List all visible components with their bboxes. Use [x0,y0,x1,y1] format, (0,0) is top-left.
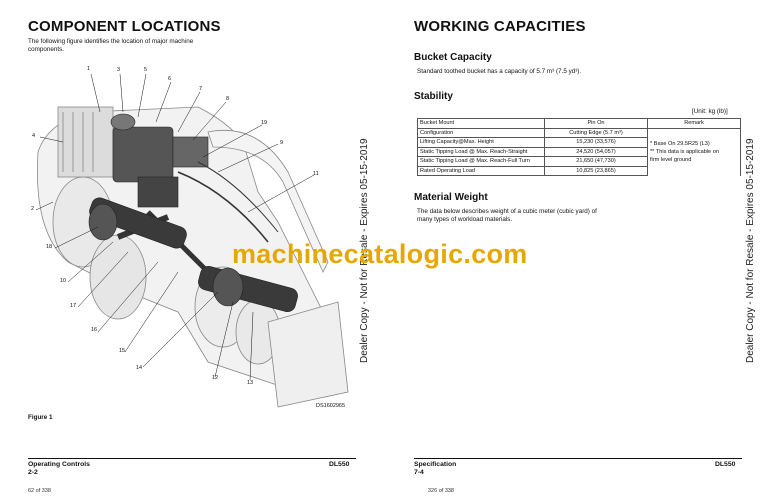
figure-caption: Figure 1 [28,414,53,421]
header-cell: Remark [647,118,741,129]
callout-label: 19 [261,120,268,126]
unit-note: [Unit: kg (lb)] [692,108,728,115]
footer-divider [28,458,356,459]
page-counter: 62 of 338 [28,488,51,494]
table-header-row: Bucket Mount Pin On Remark [417,118,741,129]
table-row: Configuration Cutting Edge (5.7 m³) [417,127,741,138]
callout-label: 14 [136,365,143,371]
row-value: 24,520 (54,057) [544,146,648,157]
callout-label: 16 [91,327,98,333]
wheel-loader-illustration [35,73,349,408]
footer-divider [414,458,742,459]
remark-cell [647,128,741,138]
row-value: 21,650 (47,730) [544,156,648,167]
callout-label: 17 [70,303,77,309]
page-counter: 326 of 338 [428,488,454,494]
remark-line: firm level ground [650,156,692,163]
left-page: COMPONENT LOCATIONS The following figure… [28,18,370,494]
section-heading-material: Material Weight [414,192,488,203]
callout-label: 4 [32,133,36,139]
footer-section: Operating Controls [28,461,90,468]
row-value: Cutting Edge (5.7 m³) [544,127,648,138]
material-text-line-2: many types of workload materials. [417,216,513,223]
bucket-capacity-text: Standard toothed bucket has a capacity o… [417,68,582,75]
footer-page-number: 7-4 [414,469,424,476]
callout-label: 8 [226,96,230,102]
footer-model: DL550 [715,461,736,468]
machine-diagram: 1 3 5 6 7 8 19 4 9 11 2 18 10 17 16 15 1… [28,62,358,412]
callout-label: 11 [313,171,319,177]
footer-page-number: 2-2 [28,469,38,476]
footer-model: DL550 [329,461,350,468]
row-value: 15,230 (33,576) [544,137,648,148]
section-heading-bucket: Bucket Capacity [414,52,492,63]
row-label: Static Tipping Load @ Max. Reach-Full Tu… [417,156,545,167]
callout-label: 7 [199,86,203,92]
site-watermark: machinecatalogic.com [232,239,528,269]
material-text-line-1: The data below describes weight of a cub… [417,208,597,215]
stability-table: Bucket Mount Pin On Remark Configuration… [417,118,741,176]
table-row: Rated Operating Load 10,825 (23,865) [417,165,741,176]
callout-label: 18 [46,244,53,250]
callout-label: 2 [31,206,35,212]
row-label: Configuration [417,127,545,138]
row-label: Static Tipping Load @ Max. Reach-Straigh… [417,146,545,157]
callout-label: 1 [87,66,91,72]
intro-line-1: The following figure identifies the loca… [28,38,194,45]
remark-cell: * Base On 29.5R25 (L3) ** This data is a… [647,137,741,176]
image-code: DS1602965 [316,403,346,409]
remark-line: ** This data is applicable on [650,148,719,155]
callout-label: 3 [117,67,121,73]
callout-label: 15 [119,348,126,354]
header-cell: Pin On [544,118,648,129]
row-value: 10,825 (23,865) [544,165,648,176]
page-title: COMPONENT LOCATIONS [28,18,221,35]
callout-label: 6 [168,76,172,82]
row-label: Rated Operating Load [417,165,545,176]
callout-label: 9 [280,140,284,146]
dealer-watermark: Dealer Copy - Not for Resale - Expires 0… [745,138,756,363]
callout-label: 12 [212,375,219,381]
table-row: Lifting Capacity@Max. Height 15,230 (33,… [417,137,741,176]
section-heading-stability: Stability [414,91,453,102]
footer-section: Specification [414,461,457,468]
remark-line: * Base On 29.5R25 (L3) [650,140,710,147]
header-cell: Bucket Mount [417,118,545,129]
callout-label: 5 [144,67,148,73]
page-title: WORKING CAPACITIES [414,18,586,35]
intro-line-2: components. [28,46,65,53]
callout-label: 10 [60,278,67,284]
callout-label: 13 [247,380,254,386]
row-label: Lifting Capacity@Max. Height [417,137,545,148]
